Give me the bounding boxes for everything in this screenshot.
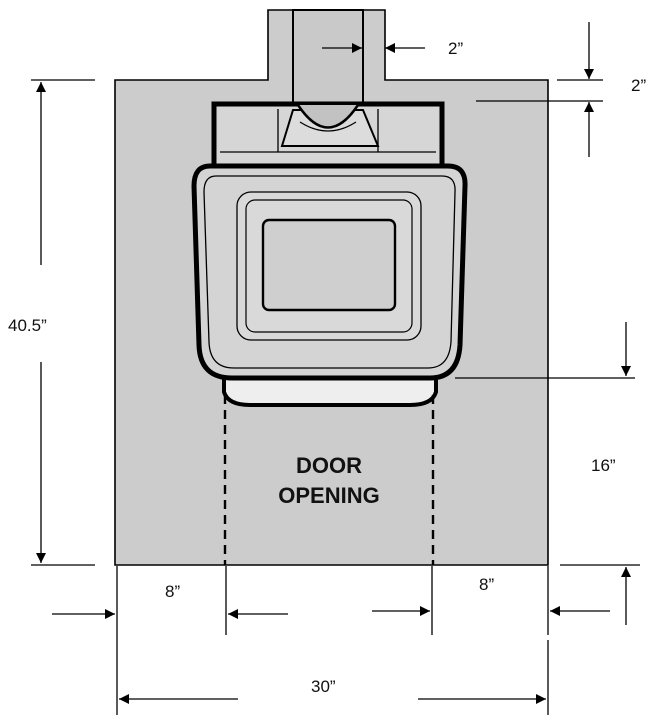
front-clearance-label: 16”: [591, 456, 616, 475]
hearth-depth-label: 40.5”: [8, 316, 47, 335]
stove-door-frame-inner: [245, 199, 413, 333]
stove-window: [261, 218, 397, 312]
right-side-label: 8”: [479, 575, 494, 594]
hearth-width-label: 30”: [311, 677, 336, 696]
door-opening-label-line1: DOOR: [296, 453, 362, 478]
door-opening-label-line2: OPENING: [278, 483, 379, 508]
stove-body-inner-outline: [203, 175, 456, 369]
rear-clearance-label: 2”: [631, 76, 646, 95]
left-side-label: 8”: [165, 582, 180, 601]
flue-elbow: [296, 104, 360, 129]
flue-elbow-line: [299, 121, 357, 132]
flue-clearance-label: 2”: [448, 39, 463, 58]
